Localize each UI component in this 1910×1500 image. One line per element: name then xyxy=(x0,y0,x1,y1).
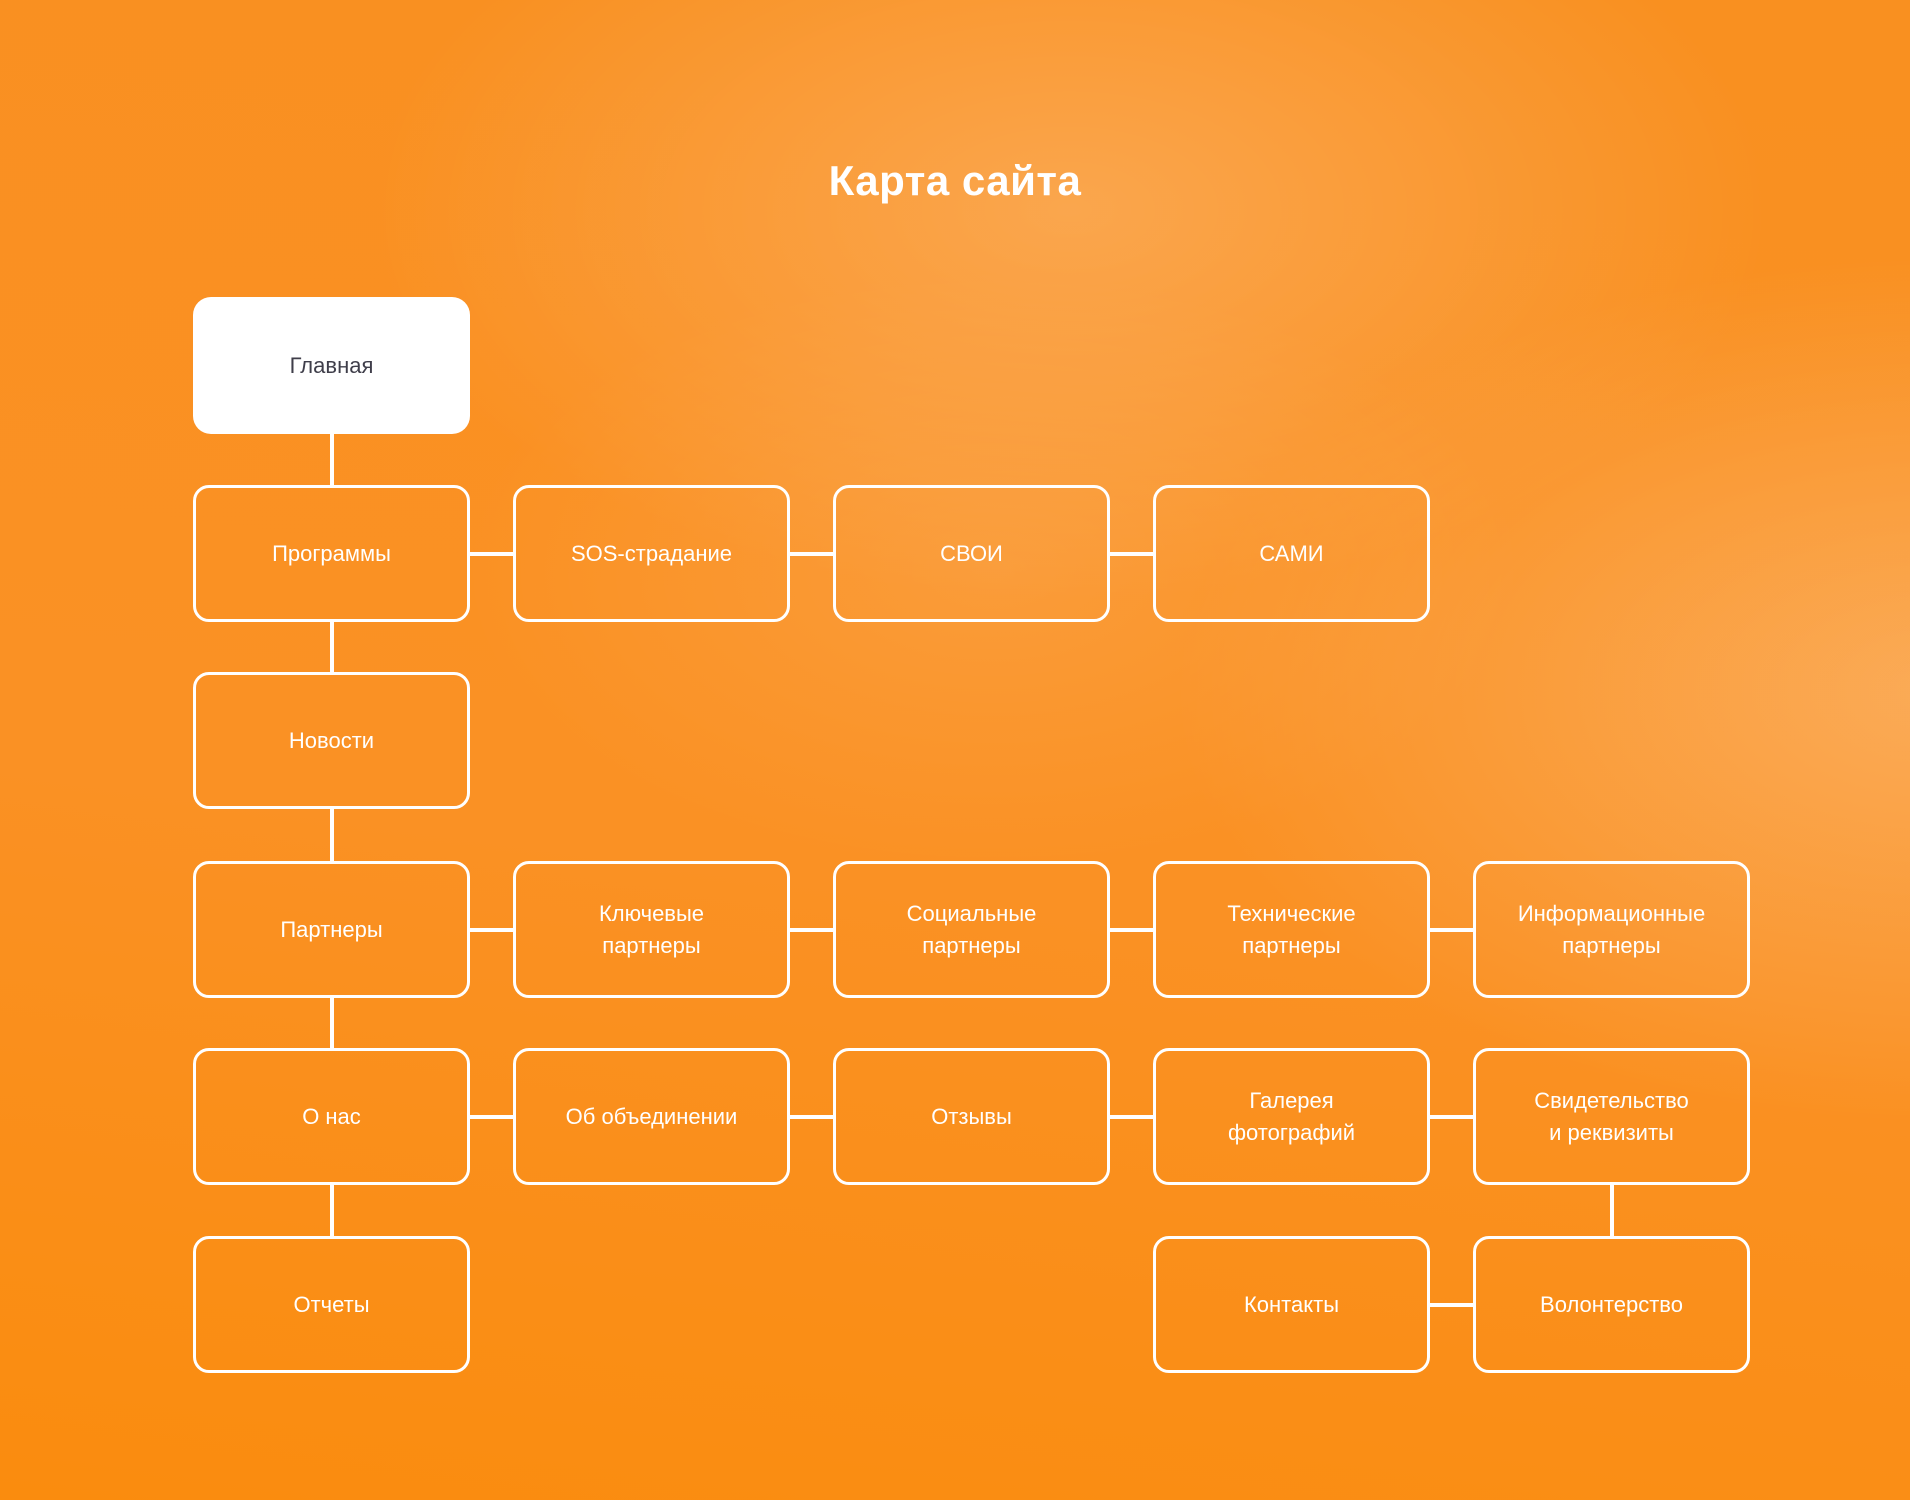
edge-key-partners-social-partners xyxy=(790,927,833,932)
node-tech-partners: Технические партнеры xyxy=(1153,861,1430,998)
edge-contacts-volunteering xyxy=(1430,1302,1473,1307)
edge-social-partners-tech-partners xyxy=(1110,927,1153,932)
edge-news-partners xyxy=(329,809,334,861)
node-certificate: Свидетельство и реквизиты xyxy=(1473,1048,1750,1185)
node-association: Об объединении xyxy=(513,1048,790,1185)
edge-tech-partners-info-partners xyxy=(1430,927,1473,932)
edge-home-programs xyxy=(329,434,334,485)
node-news: Новости xyxy=(193,672,470,809)
node-reports: Отчеты xyxy=(193,1236,470,1373)
edge-partners-about xyxy=(329,998,334,1048)
node-home: Главная xyxy=(193,297,470,434)
node-sos: SOS-страдание xyxy=(513,485,790,622)
edge-reviews-gallery xyxy=(1110,1114,1153,1119)
edge-association-reviews xyxy=(790,1114,833,1119)
edge-svoi-sami xyxy=(1110,551,1153,556)
edge-programs-sos xyxy=(470,551,513,556)
node-info-partners: Информационные партнеры xyxy=(1473,861,1750,998)
edge-about-association xyxy=(470,1114,513,1119)
node-social-partners: Социальные партнеры xyxy=(833,861,1110,998)
node-programs: Программы xyxy=(193,485,470,622)
node-partners: Партнеры xyxy=(193,861,470,998)
node-key-partners: Ключевые партнеры xyxy=(513,861,790,998)
node-volunteering: Волонтерство xyxy=(1473,1236,1750,1373)
page-title: Карта сайта xyxy=(828,157,1082,204)
node-reviews: Отзывы xyxy=(833,1048,1110,1185)
edge-partners-key-partners xyxy=(470,927,513,932)
node-svoi: СВОИ xyxy=(833,485,1110,622)
node-sami: САМИ xyxy=(1153,485,1430,622)
edge-programs-news xyxy=(329,622,334,672)
edge-certificate-volunteering xyxy=(1609,1185,1614,1236)
edge-gallery-certificate xyxy=(1430,1114,1473,1119)
node-gallery: Галерея фотографий xyxy=(1153,1048,1430,1185)
node-contacts: Контакты xyxy=(1153,1236,1430,1373)
edge-sos-svoi xyxy=(790,551,833,556)
node-about: О нас xyxy=(193,1048,470,1185)
edge-about-reports xyxy=(329,1185,334,1236)
